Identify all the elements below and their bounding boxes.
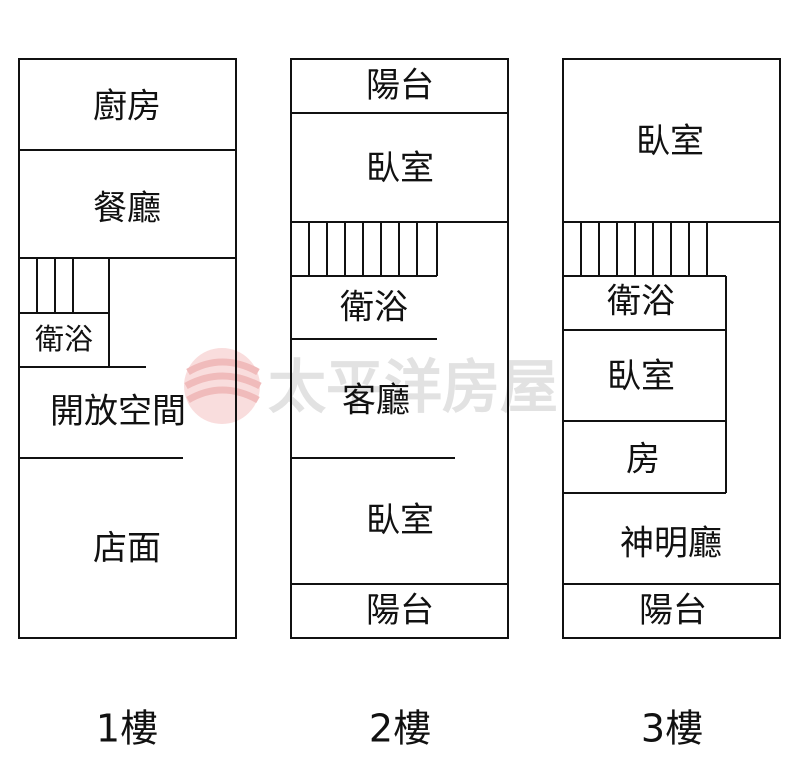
room-bath: 衛浴: [35, 322, 93, 356]
watermark: 太平洋房屋: [184, 348, 558, 424]
watermark-logo: [184, 348, 262, 424]
room-balcony-bottom: 陽台: [366, 591, 434, 631]
floor-2-outline: [290, 58, 509, 639]
room-bedroom-top: 臥室: [366, 149, 434, 189]
room-balcony: 陽台: [639, 591, 707, 631]
room-dining: 餐廳: [93, 189, 161, 229]
floor-3-plan: 臥室 衛浴 臥室 房 神明廳 陽台: [562, 58, 781, 639]
room-open-space: 開放空間: [50, 392, 186, 432]
room-room: 房: [626, 440, 660, 480]
staircase: [291, 222, 438, 277]
watermark-text: 太平洋房屋: [268, 353, 558, 421]
room-bedroom-mid: 臥室: [607, 357, 675, 397]
room-shrine: 神明廳: [620, 524, 722, 564]
floor-2-plan: 陽台 臥室 衛浴 客廳 臥室 陽台: [290, 58, 509, 639]
room-bath: 衛浴: [340, 288, 408, 328]
room-balcony-top: 陽台: [366, 66, 434, 106]
room-living: 客廳: [342, 381, 410, 421]
floor-3-label: 3樓: [641, 707, 703, 751]
staircase: [580, 222, 708, 276]
floor-1-plan: 廚房 餐廳 衛浴 開放空間 店面: [18, 58, 237, 639]
room-kitchen: 廚房: [93, 87, 161, 127]
floor-3-outline: [562, 58, 781, 639]
room-bedroom-top: 臥室: [636, 122, 704, 162]
floor-2-label: 2樓: [369, 707, 431, 751]
staircase: [19, 258, 110, 367]
room-bedroom-bottom: 臥室: [366, 501, 434, 541]
room-bath: 衛浴: [607, 282, 675, 322]
room-shop: 店面: [93, 529, 161, 569]
floor-1-outline: [18, 58, 237, 639]
floor-1-label: 1樓: [96, 707, 158, 751]
